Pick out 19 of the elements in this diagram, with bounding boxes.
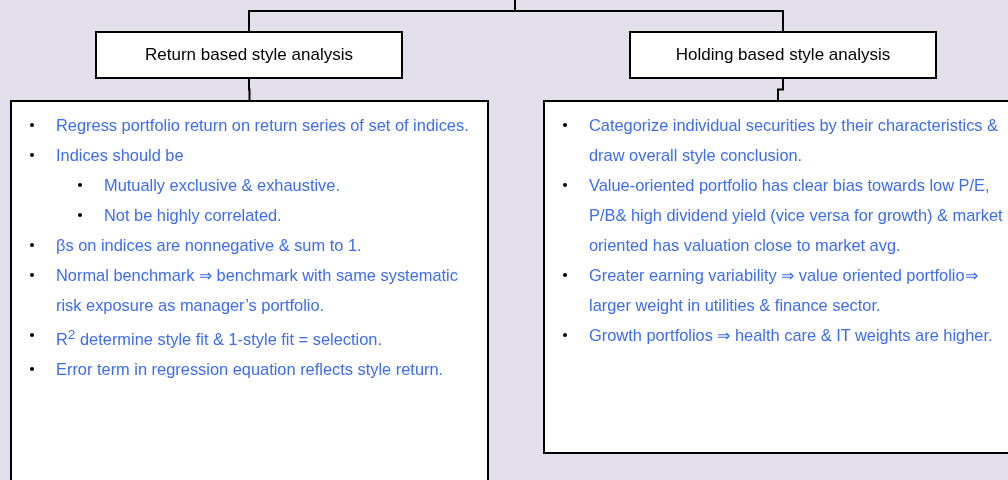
heading-box: Holding based style analysis	[629, 31, 937, 79]
bullet-list-box	[543, 100, 1008, 454]
bullet-list-box	[10, 100, 489, 480]
bullet-point-text: Greater earning variability ⇒ value oriented portfolio⇒ larger weight in utilities & finance sector.	[589, 266, 978, 314]
bullet-point-text: Not be highly correlated.	[104, 206, 282, 224]
connector-line	[514, 0, 784, 32]
bullet-point-text: βs on indices are nonnegative & sum to 1.	[56, 236, 362, 254]
bullet-point-text: Indices should be	[56, 146, 184, 164]
bullet-point-text: Regress portfolio return on return series of set of indices.	[56, 116, 469, 134]
bullet-point-text: Growth portfolios ⇒ health care & IT weights are higher.	[589, 326, 993, 344]
bullet-point-text: Normal benchmark ⇒ benchmark with same systematic risk exposure as manager’s portfolio.	[56, 266, 458, 314]
bullet-point-text: Error term in regression equation reflects style return.	[56, 360, 444, 379]
connector-line	[248, 78, 251, 101]
bullet-point-text: Categorize individual securities by their characteristics & draw overall style conclusion.	[589, 116, 999, 164]
bullet-point-text: R$^{2}$ determine style fit & 1-style fit = selection.	[56, 330, 382, 349]
heading-box: Return based style analysis	[95, 31, 403, 79]
connector-line	[777, 78, 784, 101]
bullet-point-text: Value-oriented portfolio has clear bias towards low P/E, P/B& high dividend yield (vice versa for growth) & market oriented has valuation close to market avg.	[589, 176, 1003, 254]
bullet-point-text: Mutually exclusive & exhaustive.	[104, 176, 340, 194]
